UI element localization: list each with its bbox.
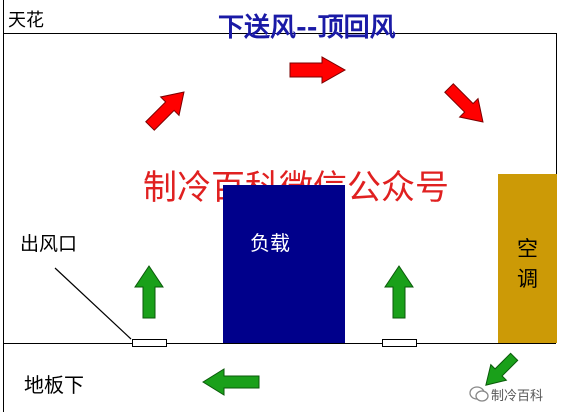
ceiling-label: 天花	[8, 10, 44, 31]
floor-vent-right	[382, 339, 417, 347]
green-arrow-up-left	[134, 265, 164, 319]
wechat-icon	[469, 386, 489, 402]
ac-label-bottom: 调	[517, 267, 538, 291]
floor-label: 地板下	[24, 373, 84, 397]
red-arrow-left	[145, 91, 185, 131]
ac-label-top: 空	[517, 237, 538, 261]
left-wall	[3, 0, 4, 412]
ac-unit: 空 调	[498, 174, 557, 343]
red-arrow-top	[289, 56, 347, 84]
green-arrow-left	[202, 368, 260, 396]
outlet-label: 出风口	[20, 233, 78, 255]
raised-floor-line	[3, 343, 556, 344]
load-box: 负载	[223, 185, 345, 343]
diagram-title: 下送风--顶回风	[218, 13, 396, 43]
ceiling-line	[3, 33, 556, 34]
green-arrow-up-right	[384, 265, 414, 319]
floor-vent-left	[132, 339, 167, 347]
green-arrow-diagonal	[485, 352, 519, 386]
load-label: 负载	[250, 231, 290, 255]
logo-text: 制冷百科	[491, 389, 544, 404]
red-arrow-right	[444, 83, 484, 123]
